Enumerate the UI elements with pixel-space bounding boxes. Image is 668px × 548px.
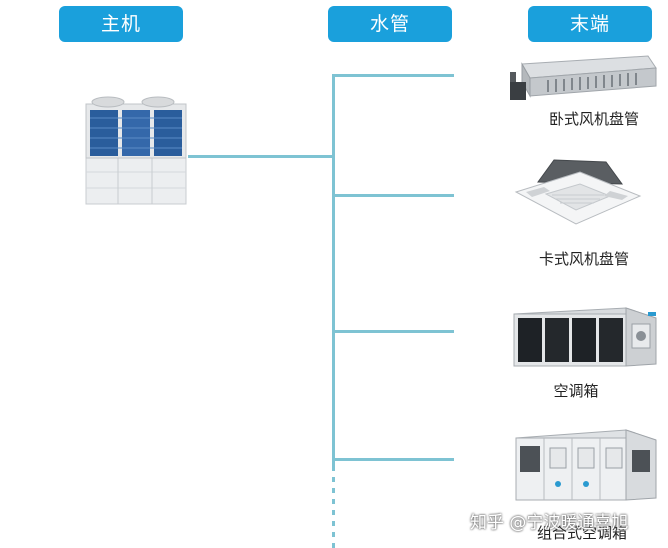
pipe-branch-2 — [332, 330, 454, 333]
pipe-main-vertical — [332, 74, 335, 466]
terminal-label-2: 空调箱 — [553, 382, 599, 400]
chiller-unit-icon — [85, 96, 187, 205]
header-pipe: 水管 — [328, 6, 452, 42]
combined-air-handler-icon — [515, 429, 657, 501]
terminal-label-1: 卡式风机盘管 — [538, 250, 629, 268]
watermark: 知乎 @宁波暖通喜旭 — [470, 513, 629, 533]
pipe-host-to-main — [188, 155, 334, 158]
ducted-fan-coil-icon — [510, 55, 657, 100]
pipe-branch-0 — [332, 74, 454, 77]
header-host: 主机 — [59, 6, 183, 42]
pipe-branch-1 — [332, 194, 454, 197]
air-handler-icon — [513, 307, 657, 367]
header-terminal: 末端 — [528, 6, 652, 42]
terminal-label-0: 卧式风机盘管 — [548, 110, 639, 128]
pipe-branch-3 — [332, 458, 454, 461]
terminal-label-3: 组合式空调箱 — [536, 524, 627, 542]
cassette-fan-coil-icon — [514, 159, 642, 225]
pipe-continuation-dashed — [332, 466, 335, 548]
